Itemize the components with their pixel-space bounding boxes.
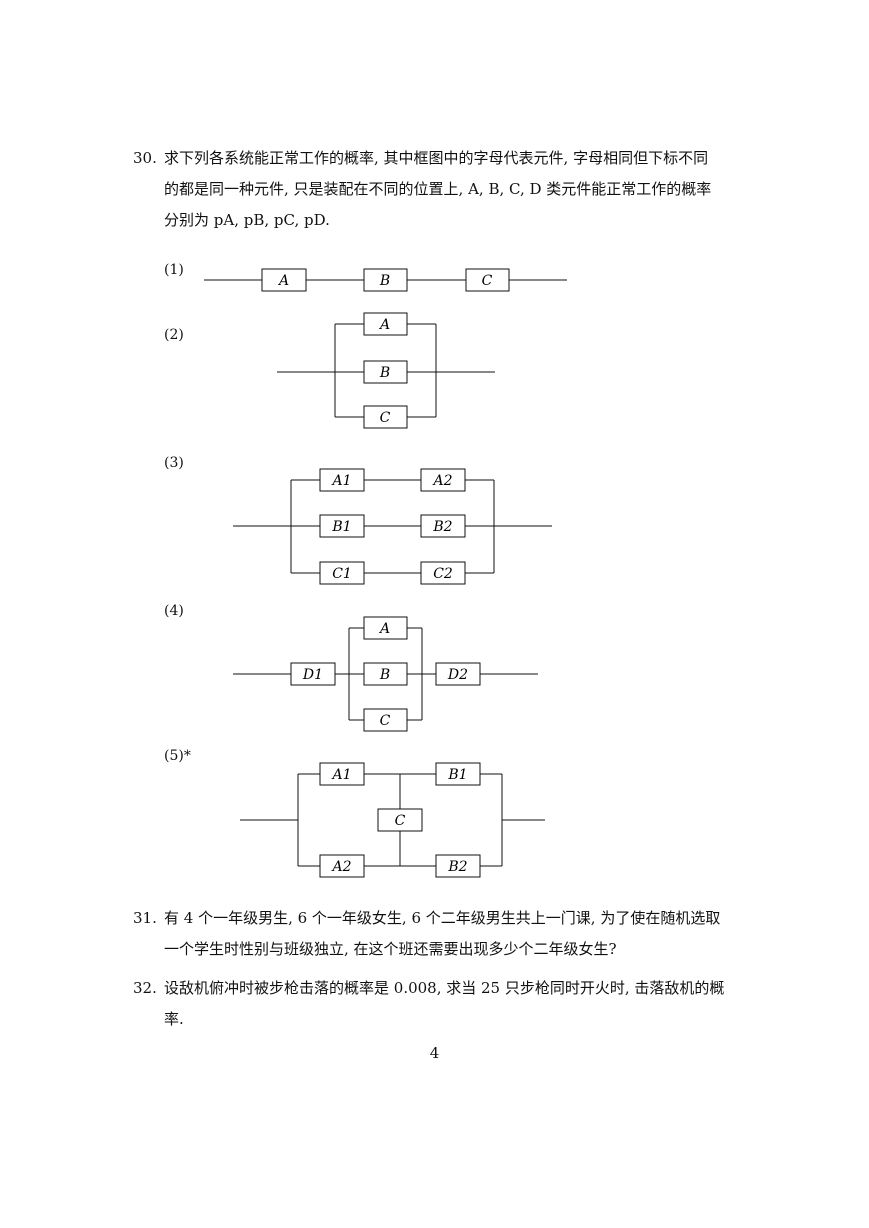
d1-label-b: B bbox=[379, 273, 390, 289]
problem-line: 的都是同一种元件, 只是装配在不同的位置上, A, B, C, D 类元件能正常… bbox=[164, 180, 712, 198]
problem-line: 率. bbox=[164, 1010, 184, 1028]
diagram-label-4: (4) bbox=[164, 603, 184, 619]
d5-label-b1: B1 bbox=[447, 767, 467, 783]
d2-label-b: B bbox=[379, 365, 390, 381]
d3-label-b1: B1 bbox=[331, 519, 351, 535]
d5-label-a2: A2 bbox=[330, 859, 351, 875]
problem-line: 一个学生时性别与班级独立, 在这个班还需要出现多少个二年级女生? bbox=[164, 940, 617, 958]
d1-label-c: C bbox=[482, 273, 493, 289]
d1-box-b bbox=[363, 268, 408, 292]
problem-31: 31. 有 4 个一年级男生, 6 个一年级女生, 6 个二年级男生共上一门课,… bbox=[133, 903, 753, 965]
diagram-label-5: (5)* bbox=[164, 748, 191, 764]
problem-32: 32. 设敌机俯冲时被步枪击落的概率是 0.008, 求当 25 只步枪同时开火… bbox=[133, 973, 753, 1035]
problem-line: 求下列各系统能正常工作的概率, 其中框图中的字母代表元件, 字母相同但下标不同 bbox=[164, 149, 709, 167]
d3-label-a2: A2 bbox=[431, 473, 452, 489]
d4-label-b: B bbox=[379, 667, 390, 683]
problem-line: 分别为 pA, pB, pC, pD. bbox=[164, 211, 330, 229]
problem-number: 30. bbox=[133, 149, 157, 167]
d3-label-b2: B2 bbox=[432, 519, 452, 535]
d1-box-a bbox=[261, 268, 307, 292]
diagram-label-2: (2) bbox=[164, 327, 184, 343]
d4-label-a: A bbox=[378, 621, 390, 637]
problem-number: 32. bbox=[133, 979, 157, 997]
problem-line: 设敌机俯冲时被步枪击落的概率是 0.008, 求当 25 只步枪同时开火时, 击… bbox=[164, 979, 725, 997]
d2-label-a: A bbox=[378, 317, 390, 333]
d3-label-c2: C2 bbox=[433, 566, 453, 582]
d5-label-b2: B2 bbox=[447, 859, 467, 875]
d3-label-a1: A1 bbox=[330, 473, 351, 489]
diagram-label-3: (3) bbox=[164, 455, 184, 471]
d4-label-d2: D2 bbox=[447, 667, 468, 683]
problem-number: 31. bbox=[133, 909, 157, 927]
diagram-label-1: (1) bbox=[164, 262, 184, 278]
d5-label-c: C bbox=[395, 813, 406, 829]
d3-label-c1: C1 bbox=[332, 566, 352, 582]
d5-label-a1: A1 bbox=[330, 767, 351, 783]
d1-label-a: A bbox=[277, 273, 289, 289]
d1-box-c bbox=[465, 268, 510, 292]
problem-line: 有 4 个一年级男生, 6 个一年级女生, 6 个二年级男生共上一门课, 为了使… bbox=[164, 909, 721, 927]
d4-label-d1: D1 bbox=[302, 667, 323, 683]
page-number: 4 bbox=[429, 1044, 440, 1062]
problem-30: 30. 求下列各系统能正常工作的概率, 其中框图中的字母代表元件, 字母相同但下… bbox=[133, 143, 753, 236]
d2-label-c: C bbox=[380, 410, 391, 426]
d4-label-c: C bbox=[380, 713, 391, 729]
